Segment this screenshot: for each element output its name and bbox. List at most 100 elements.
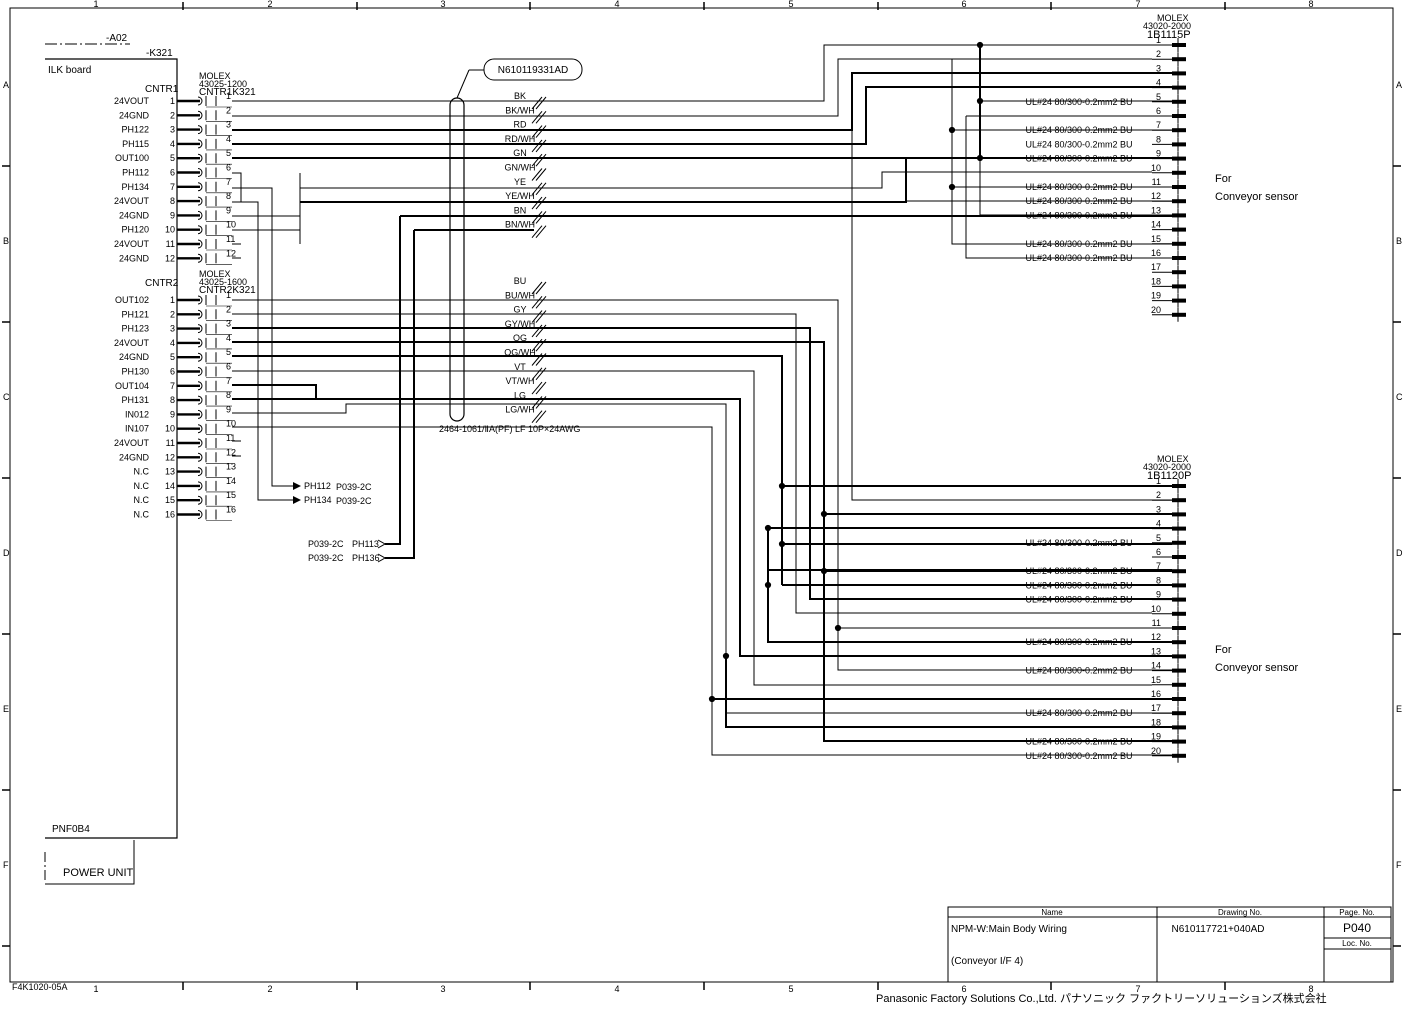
- conn-pin-number: 10: [1151, 163, 1161, 173]
- wire: [837, 628, 1172, 671]
- conn-top-caption: For: [1215, 173, 1232, 185]
- conn-pin-contact: [1172, 640, 1186, 645]
- xref-in-sig: PH113: [352, 539, 379, 549]
- pin-number: 15: [165, 495, 175, 505]
- conn-bottom-caption: Conveyor sensor: [1215, 662, 1298, 674]
- junction-dot: [722, 652, 730, 660]
- pin-number: 8: [170, 196, 175, 206]
- conn-pin-contact: [1172, 753, 1186, 758]
- conn-pin-contact: [1172, 725, 1186, 730]
- pin-number: 13: [165, 467, 175, 477]
- pin-socket: [197, 467, 203, 477]
- conn-pin-number: 16: [1151, 689, 1161, 699]
- conn-pin-contact: [1172, 611, 1186, 616]
- pin-number: 9: [226, 404, 231, 414]
- row-label: C: [3, 392, 10, 402]
- pin-socket: [197, 225, 203, 235]
- conn-pin-number: 3: [1156, 63, 1161, 73]
- conn-pin-contact: [1172, 199, 1186, 204]
- wire-color-label: BU: [514, 276, 527, 286]
- pin-socket: [197, 210, 203, 220]
- conn-pin-contact: [1172, 597, 1186, 602]
- wire-spec-label: UL#24 80/300-0.2mm2 BU: [1025, 708, 1132, 718]
- wire-color-label: GY/WH: [505, 319, 536, 329]
- wire: [232, 187, 301, 231]
- conn-pin-number: 11: [1152, 618, 1161, 628]
- pin-socket: [197, 309, 203, 319]
- col-label: 3: [440, 984, 445, 994]
- wire-spec-label: UL#24 80/300-0.2mm2 BU: [1025, 182, 1132, 192]
- pin-socket: [197, 110, 203, 120]
- row-label: D: [1396, 548, 1403, 558]
- conn-pin-contact: [1172, 128, 1186, 133]
- pin-socket: [197, 182, 203, 192]
- wire-color-label: BU/WH: [505, 290, 535, 300]
- drawing-frame: [9, 7, 1394, 983]
- conn-pin-contact: [1172, 654, 1186, 659]
- conn-pin-contact: [1172, 498, 1186, 503]
- conn-pin-number: 7: [1156, 561, 1161, 571]
- conn-pin-contact: [1172, 555, 1186, 559]
- conn-pin-contact: [1172, 185, 1186, 189]
- conn-pin-number: 7: [1156, 120, 1161, 130]
- pin-signal-label: IN012: [125, 409, 149, 419]
- pin-number: 1: [170, 96, 175, 106]
- junction-dot: [778, 482, 786, 490]
- pin-socket: [197, 395, 203, 405]
- pin-signal-label: PH112: [122, 168, 149, 178]
- wire: [979, 158, 1172, 216]
- title-block-text: Name Drawing No. Page. No. Loc. No. NPM-…: [12, 908, 1375, 1005]
- wire-color-label: VT/WH: [506, 376, 535, 386]
- pin-signal-label: 24GND: [119, 352, 150, 362]
- conn-bottom-caption: For: [1215, 644, 1232, 656]
- conn-pin-contact: [1172, 114, 1186, 118]
- col-label: 2: [267, 984, 272, 994]
- conn-pin-contact: [1172, 57, 1186, 62]
- conn-pin-number: 16: [1151, 248, 1161, 258]
- pin-number: 4: [226, 333, 231, 343]
- row-label: B: [1396, 236, 1402, 246]
- pin-number: 3: [226, 319, 231, 329]
- wire: [952, 129, 1172, 188]
- pin-number: 16: [226, 505, 236, 515]
- pin-number: 12: [226, 447, 236, 457]
- pin-signal-label: PH123: [121, 324, 149, 334]
- junction-dot: [764, 581, 772, 589]
- conn-pin-contact: [1172, 739, 1186, 744]
- conn-pin-contact: [1172, 668, 1186, 673]
- pin-number: 5: [170, 352, 175, 362]
- conn-pin-number: 18: [1151, 717, 1161, 727]
- conn-pin-contact: [1172, 626, 1186, 630]
- conn-pin-contact: [1172, 298, 1186, 303]
- conn-pin-number: 9: [1156, 590, 1161, 600]
- pin-socket: [197, 424, 203, 434]
- column-ticks: [2, 2, 1401, 990]
- wire: [232, 355, 783, 486]
- row-label: A: [3, 80, 9, 90]
- col-label: 6: [961, 984, 966, 994]
- conn-pin-number: 4: [1156, 519, 1161, 529]
- conn-top-molex: MOLEX: [1157, 13, 1189, 23]
- conn-pin-number: 5: [1156, 92, 1161, 102]
- wire: [781, 486, 1172, 585]
- pin-signal-label: PH130: [121, 367, 149, 377]
- wire-break-mark: [531, 168, 547, 181]
- pin-number: 6: [170, 168, 175, 178]
- pin-signal-label: OUT100: [115, 153, 149, 163]
- wire: [232, 172, 242, 202]
- wire-break-mark: [531, 196, 547, 210]
- conn-pin-contact: [1172, 142, 1186, 147]
- col-label: 7: [1135, 984, 1140, 994]
- row-label: B: [3, 236, 9, 246]
- col-label: 8: [1308, 984, 1313, 994]
- cntr2-name: CNTR2: [145, 278, 179, 289]
- wire-color-label: BK/WH: [505, 105, 535, 115]
- pin-number: 14: [165, 481, 175, 491]
- conn-pin-number: 1: [1156, 35, 1161, 45]
- junction-dot: [948, 183, 956, 191]
- conn-pin-number: 14: [1151, 220, 1161, 230]
- pin-signal-label: 24GND: [119, 210, 150, 220]
- pin-socket: [197, 481, 203, 491]
